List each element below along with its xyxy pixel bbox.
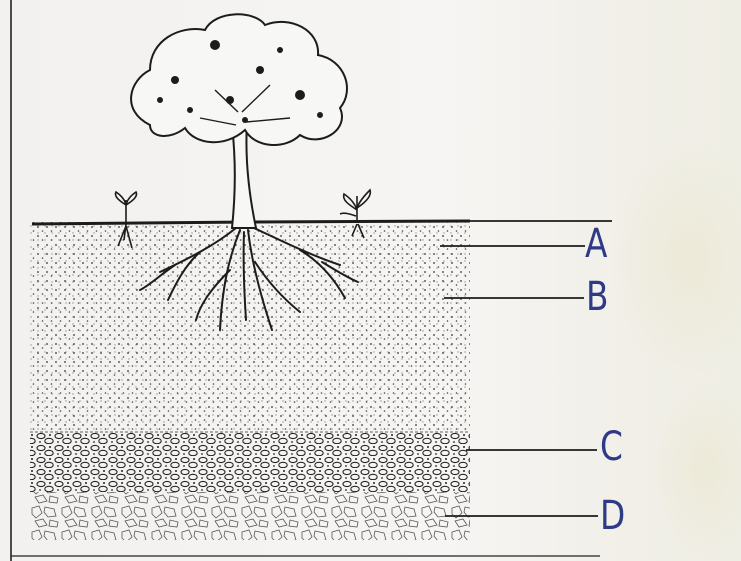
soil-layer-stones <box>30 432 470 492</box>
label-d: D <box>600 496 625 536</box>
tree-canopy <box>131 14 347 145</box>
label-b: B <box>586 277 609 317</box>
soil-layer-bedrock <box>30 492 470 540</box>
label-c: C <box>600 427 623 467</box>
label-a: A <box>585 224 607 264</box>
